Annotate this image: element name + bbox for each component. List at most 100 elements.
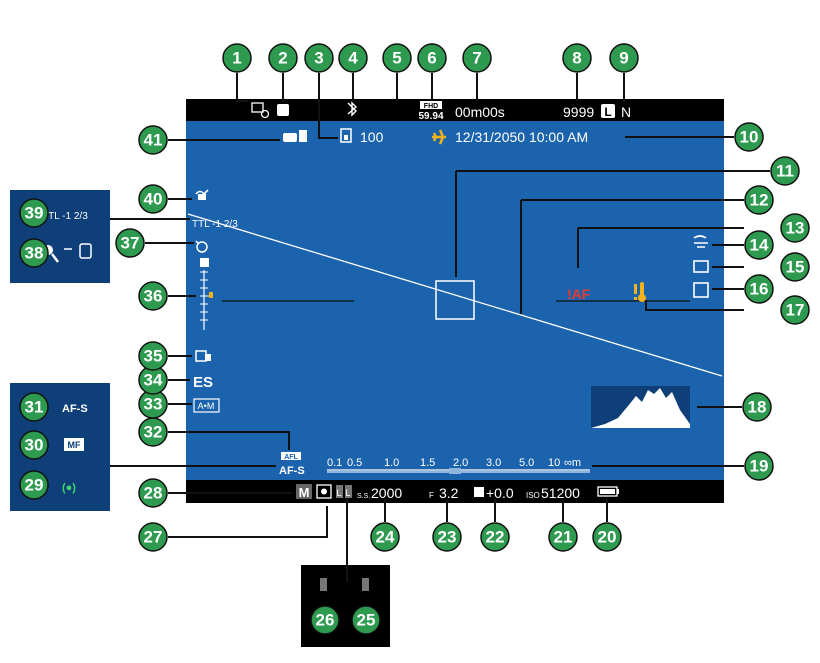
callout-12: 12: [744, 185, 774, 215]
callout-39: 39: [19, 198, 49, 228]
focus-check-icon: [251, 102, 270, 119]
self-timer-icon: [195, 240, 208, 253]
svg-text:39: 39: [25, 204, 44, 223]
svg-text:41: 41: [144, 131, 163, 150]
aperture-prefix: F: [429, 491, 434, 500]
iso-prefix: ISO: [526, 491, 540, 500]
svg-text:21: 21: [554, 528, 573, 547]
callout-7: 7: [462, 43, 492, 73]
svg-text:27: 27: [144, 528, 163, 547]
svg-text:10: 10: [740, 128, 759, 147]
bracket-count: 100: [360, 129, 384, 145]
svg-text:17: 17: [786, 301, 805, 320]
aperture-value: 3.2: [439, 485, 459, 501]
svg-text:14: 14: [750, 236, 769, 255]
svg-text:12: 12: [750, 191, 769, 210]
callouts: 1 2 3 4 5 6 7 8 9 10 11 12 13 14 15 16 1…: [19, 43, 810, 635]
callout-6: 6: [417, 43, 447, 73]
af-lock-label: L: [345, 488, 350, 498]
callout-37: 37: [115, 228, 145, 258]
ae-lock-icon: [336, 485, 343, 498]
exposure-comp-icon: [474, 487, 484, 497]
callout-31: 31: [19, 392, 49, 422]
callout-3: 3: [304, 43, 334, 73]
callout-30: 30: [19, 430, 49, 460]
callout-8: 8: [562, 43, 592, 73]
callout-29: 29: [19, 470, 49, 500]
focus-frame: [435, 280, 475, 320]
callout-leaders: [110, 73, 770, 582]
svg-text:7: 7: [472, 49, 481, 68]
distance-label-8: 10: [548, 457, 560, 469]
panel-flash-compensation: TTL -1 2/3: [42, 211, 88, 222]
svg-text:8: 8: [572, 49, 581, 68]
svg-text:1: 1: [232, 49, 241, 68]
callout-21: 21: [548, 522, 578, 552]
callout-22: 22: [480, 522, 510, 552]
callout-40: 40: [138, 184, 168, 214]
card-slot-mark: [344, 135, 348, 140]
exposure-indicator: [200, 258, 213, 330]
svg-text:24: 24: [376, 528, 395, 547]
bluetooth-icon: [347, 101, 358, 117]
callout-38: 38: [19, 238, 49, 268]
svg-text:32: 32: [144, 423, 163, 442]
afl-label: AFL: [284, 454, 298, 461]
callout-10: 10: [734, 122, 764, 152]
callout-9: 9: [609, 43, 639, 73]
airplane-mode-icon: [432, 129, 446, 145]
callout-23: 23: [432, 522, 462, 552]
svg-text:35: 35: [144, 347, 163, 366]
image-quality: N: [621, 104, 631, 120]
svg-text:23: 23: [438, 528, 457, 547]
frames-remaining: 9999: [563, 104, 594, 120]
svg-text:11: 11: [776, 162, 794, 181]
movie-frame-rate: 59.94: [418, 111, 443, 122]
svg-text:29: 29: [25, 476, 44, 495]
svg-text:22: 22: [486, 528, 505, 547]
svg-text:36: 36: [144, 287, 163, 306]
callout-35: 35: [138, 341, 168, 371]
svg-text:16: 16: [750, 280, 769, 299]
mf-badge: [64, 438, 84, 451]
ae-lock-label: L: [336, 488, 341, 498]
location-data-icon: [283, 130, 307, 142]
svg-text:25: 25: [357, 611, 376, 630]
af-lock-icon: [345, 485, 352, 498]
callout-20: 20: [592, 522, 622, 552]
distance-label-3: 1.0: [384, 457, 399, 469]
callout-11: 11: [770, 156, 800, 186]
image-size-badge: [601, 104, 615, 118]
distance-indicator-line: [187, 213, 723, 377]
image-stabilization-icon: [195, 189, 209, 200]
svg-text:3: 3: [314, 49, 323, 68]
svg-text:2: 2: [278, 49, 287, 68]
focus-mode: AF-S: [279, 465, 305, 477]
af-mode-small: A•M: [198, 401, 215, 411]
callout-41: 41: [138, 125, 168, 155]
distance-label-4: 1.5: [420, 457, 435, 469]
svg-text:18: 18: [748, 398, 767, 417]
callout-18: 18: [742, 392, 772, 422]
af-warning: !AF: [567, 286, 591, 302]
bottom-info-bar: [186, 480, 724, 503]
svg-text:40: 40: [144, 190, 163, 209]
svg-text:26: 26: [316, 611, 335, 630]
panel-ae-lock-icon: [320, 578, 327, 591]
callout-15: 15: [780, 252, 810, 282]
panel-focus-afs: AF-S: [62, 403, 88, 415]
callout-14: 14: [744, 230, 774, 260]
histogram: [591, 386, 690, 428]
battery-icon: [597, 486, 619, 497]
distance-label-2: 0.5: [347, 457, 362, 469]
distance-label-9: ∞m: [564, 457, 581, 469]
panel-af-lock-icon: [362, 578, 369, 591]
distance-label-7: 5.0: [519, 457, 534, 469]
afl-badge: [281, 452, 301, 460]
svg-text:20: 20: [598, 528, 617, 547]
distance-scale: 0.1 0.5 1.0 1.5 2.0 3.0 5.0 10 ∞m: [327, 457, 590, 474]
top-info-bar: [186, 99, 724, 121]
callout-5: 5: [382, 43, 412, 73]
af-mode-small-badge: [193, 398, 220, 413]
